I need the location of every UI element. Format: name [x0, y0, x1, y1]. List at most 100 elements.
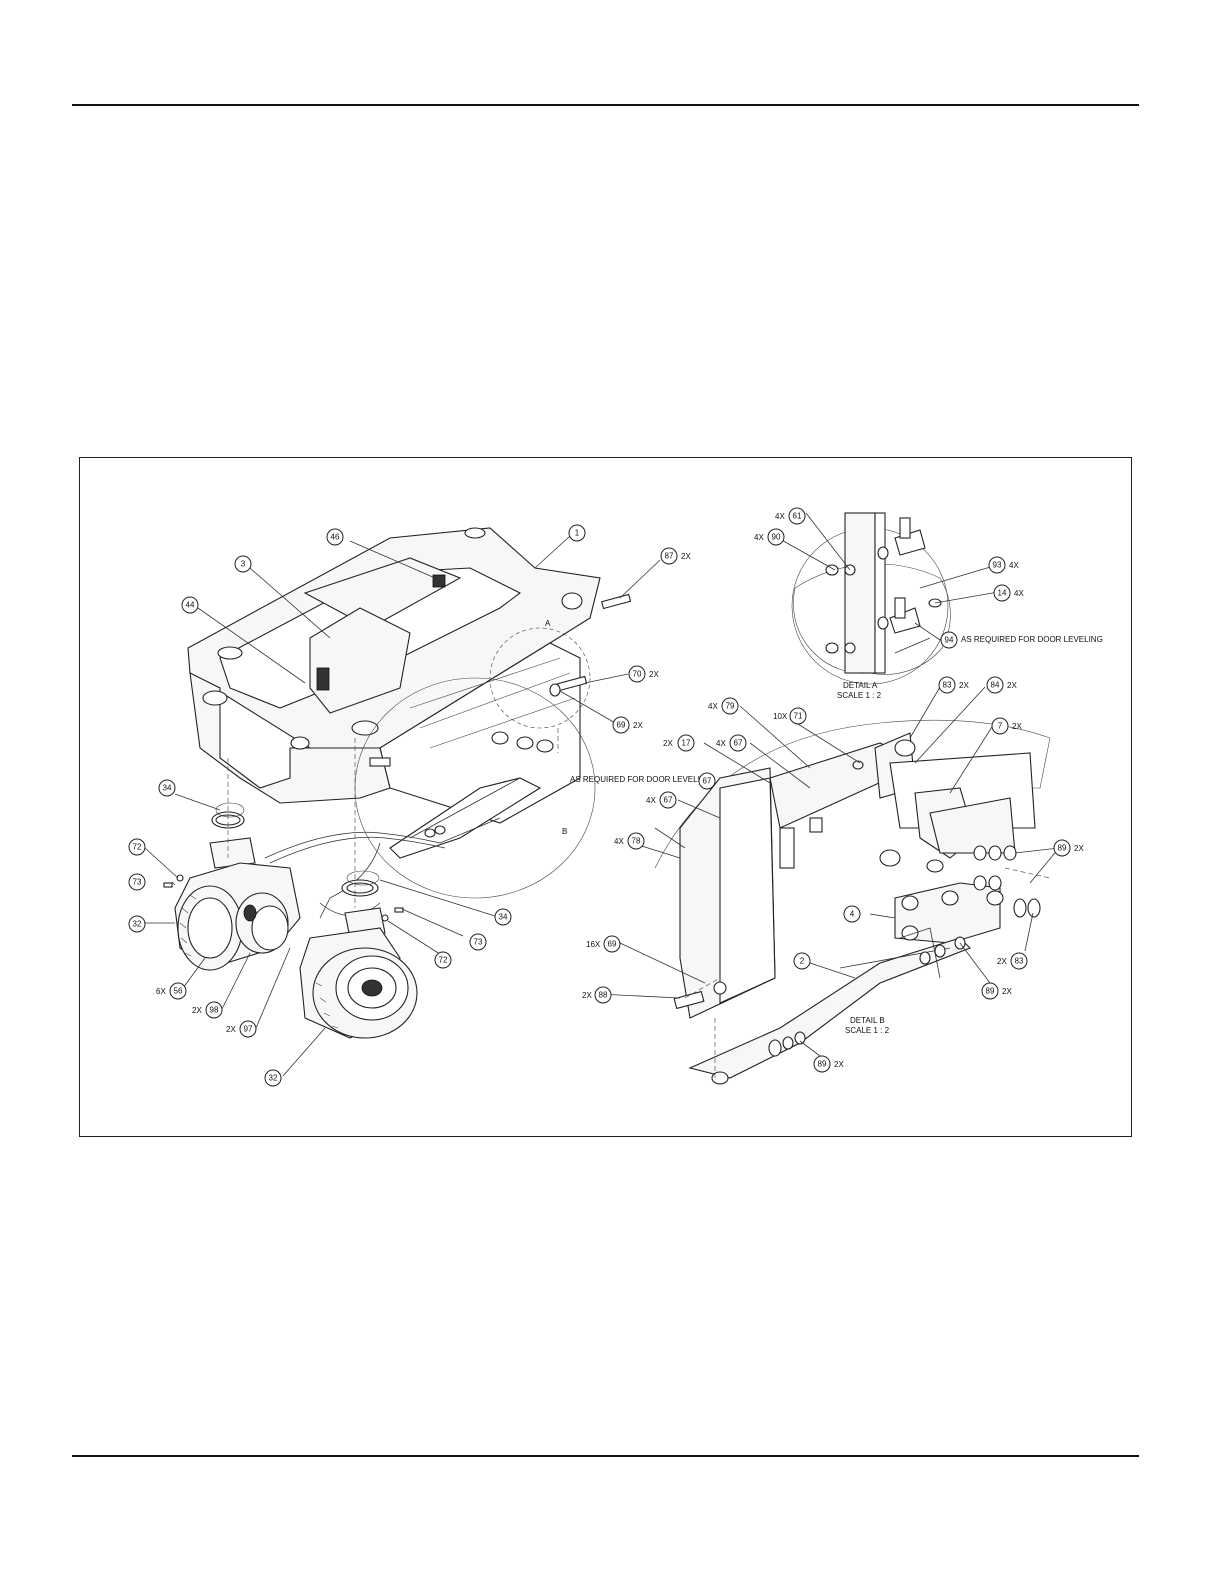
detail-b-scale: SCALE 1 : 2	[845, 1026, 890, 1035]
chassis-frame	[187, 527, 601, 824]
detail-a-scale: SCALE 1 : 2	[837, 691, 882, 700]
leader-lines	[142, 512, 1060, 1077]
svg-text:6X: 6X	[156, 987, 166, 996]
svg-text:4X: 4X	[614, 837, 624, 846]
svg-text:34: 34	[163, 784, 172, 793]
svg-text:79: 79	[726, 702, 735, 711]
note-door-leveling-b: AS REQUIRED FOR DOOR LEVELING	[570, 775, 712, 784]
callout-93: 93 4X	[988, 556, 1019, 574]
pin-70	[549, 675, 588, 697]
oring-34-right	[346, 870, 380, 886]
callout-3: 3	[234, 555, 252, 573]
label-a: A	[545, 619, 551, 628]
callout-90: 4X 90	[754, 528, 785, 546]
detail-b-title: DETAIL B	[850, 1016, 885, 1025]
callout-4: 4	[843, 905, 861, 923]
alignment-lines	[227, 728, 559, 908]
svg-text:93: 93	[993, 561, 1002, 570]
svg-text:69: 69	[608, 940, 617, 949]
detail-a-title: DETAIL A	[843, 681, 878, 690]
svg-text:2X: 2X	[192, 1006, 202, 1015]
callout-73-left: 73	[128, 873, 146, 891]
svg-text:56: 56	[174, 987, 183, 996]
callout-32-right: 32	[264, 1069, 282, 1087]
callout-69-low: 16X 69	[586, 935, 621, 953]
callout-56: 6X 56	[156, 982, 187, 1000]
svg-text:4X: 4X	[1014, 589, 1024, 598]
svg-text:83: 83	[943, 681, 952, 690]
left-drive-wheel	[174, 811, 301, 971]
svg-text:4X: 4X	[646, 796, 656, 805]
svg-text:4X: 4X	[754, 533, 764, 542]
svg-text:2X: 2X	[681, 552, 691, 561]
svg-text:89: 89	[986, 987, 995, 996]
callout-94: 94	[940, 631, 958, 649]
callout-34-right: 34	[494, 908, 512, 926]
callout-14: 14 4X	[993, 584, 1024, 602]
svg-text:4: 4	[850, 910, 855, 919]
svg-text:2X: 2X	[633, 721, 643, 730]
svg-text:67: 67	[734, 739, 743, 748]
svg-text:70: 70	[633, 670, 642, 679]
callout-84: 84 2X	[986, 676, 1017, 694]
svg-text:2X: 2X	[649, 670, 659, 679]
callout-83-top: 83 2X	[938, 676, 969, 694]
svg-text:4X: 4X	[716, 739, 726, 748]
pin-87	[601, 593, 632, 610]
svg-text:2X: 2X	[959, 681, 969, 690]
svg-text:73: 73	[133, 878, 142, 887]
svg-text:4X: 4X	[708, 702, 718, 711]
svg-text:72: 72	[439, 956, 448, 965]
svg-text:32: 32	[133, 920, 142, 929]
lift-linkage	[369, 731, 554, 859]
svg-text:2X: 2X	[1012, 722, 1022, 731]
callout-69-top: 69 2X	[612, 716, 643, 734]
svg-text:32: 32	[269, 1074, 278, 1083]
detail-b-ref-circle	[354, 677, 596, 899]
svg-text:84: 84	[991, 681, 1000, 690]
svg-text:34: 34	[499, 913, 508, 922]
footer-rule	[72, 1455, 1139, 1457]
callout-78: 4X 78	[614, 832, 645, 850]
detail-a-ref-circle	[489, 627, 591, 729]
svg-text:4X: 4X	[1009, 561, 1019, 570]
svg-text:1: 1	[575, 529, 580, 538]
svg-text:73: 73	[474, 938, 483, 947]
svg-text:4X: 4X	[775, 512, 785, 521]
svg-text:10X: 10X	[773, 712, 788, 721]
svg-text:67: 67	[664, 796, 673, 805]
callout-71: 10X 71	[773, 707, 807, 725]
callout-2: 2	[793, 952, 811, 970]
callout-67-low: 4X 67	[646, 791, 677, 809]
svg-text:89: 89	[818, 1060, 827, 1069]
svg-text:14: 14	[998, 589, 1007, 598]
svg-text:71: 71	[794, 712, 803, 721]
callout-67-top: 4X 67	[716, 734, 747, 752]
svg-text:2X: 2X	[1002, 987, 1012, 996]
callout-67-mid: 67	[698, 772, 716, 790]
callout-72-left: 72	[128, 838, 146, 856]
svg-text:7: 7	[998, 722, 1003, 731]
callout-72-right: 72	[434, 951, 452, 969]
note-door-leveling-a: AS REQUIRED FOR DOOR LEVELING	[961, 635, 1103, 644]
svg-text:88: 88	[599, 991, 608, 1000]
callout-7: 7 2X	[991, 717, 1022, 735]
svg-text:67: 67	[703, 777, 712, 786]
oring-34-left	[215, 802, 245, 818]
callout-79: 4X 79	[708, 697, 739, 715]
svg-text:89: 89	[1058, 844, 1067, 853]
svg-text:2X: 2X	[226, 1025, 236, 1034]
callout-97: 2X 97	[226, 1020, 257, 1038]
callout-46: 46	[326, 528, 344, 546]
callout-98: 2X 98	[192, 1001, 223, 1019]
callout-1: 1	[568, 524, 586, 542]
svg-text:2X: 2X	[582, 991, 592, 1000]
svg-text:97: 97	[244, 1025, 253, 1034]
svg-text:17: 17	[682, 739, 691, 748]
callout-87: 87 2X	[660, 547, 691, 565]
fasteners-72-73	[163, 874, 404, 922]
svg-text:2X: 2X	[997, 957, 1007, 966]
svg-text:2X: 2X	[1074, 844, 1084, 853]
detail-a	[791, 512, 951, 685]
detail-b	[654, 719, 1051, 1085]
